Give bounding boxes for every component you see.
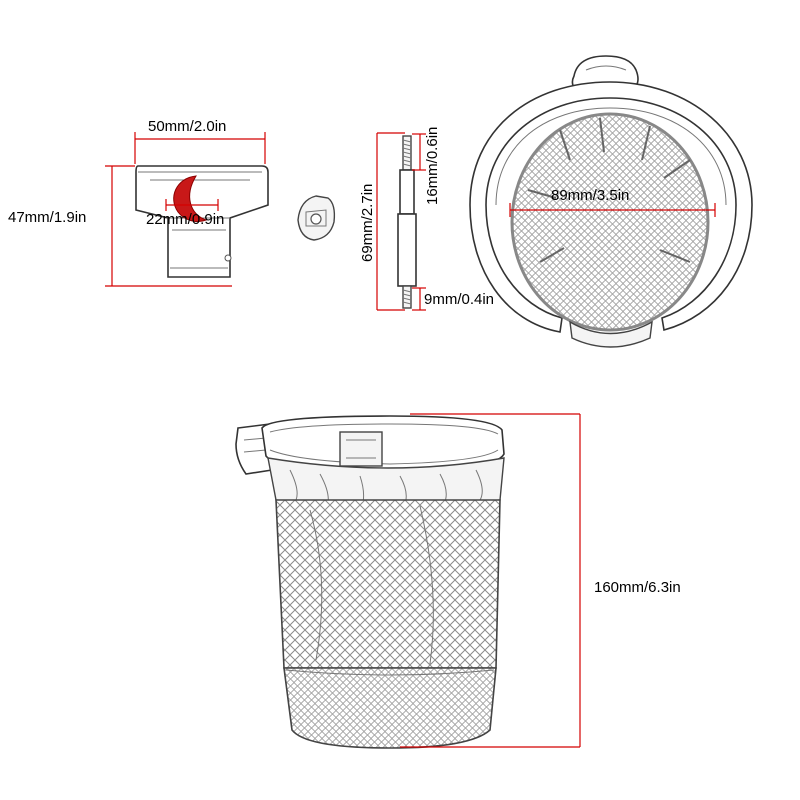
cup-diameter-label: 89mm/3.5in xyxy=(551,187,629,204)
cup-height-dimension: 160mm/6.3in xyxy=(400,413,681,748)
bolt-thread-top-label: 16mm/0.6in xyxy=(424,127,441,205)
bolt-length-dimension: 69mm/2.7in xyxy=(359,132,405,311)
clamp-width-label: 50mm/2.0in xyxy=(148,118,226,135)
clamp-height-label: 47mm/1.9in xyxy=(8,209,86,226)
bolt-thread-top-dimension: 16mm/0.6in xyxy=(412,127,441,205)
cup-diameter-dimension: 89mm/3.5in xyxy=(509,187,716,217)
bolt-thread-bottom-dimension: 9mm/0.4in xyxy=(412,287,494,311)
clamp-width-dimension: 50mm/2.0in xyxy=(134,118,266,164)
clamp-bore-dimension: 22mm/0.9in xyxy=(146,199,224,228)
clamp-bore-label: 22mm/0.9in xyxy=(146,211,224,228)
cup-side-view-drawing xyxy=(235,415,505,749)
nut-drawing xyxy=(297,195,336,241)
cup-height-label: 160mm/6.3in xyxy=(594,579,681,596)
clamp-bolt-hole xyxy=(224,254,232,262)
bolt-thread-bottom-label: 9mm/0.4in xyxy=(424,291,494,308)
bolt-drawing xyxy=(397,135,417,309)
clamp-drawing xyxy=(135,165,269,278)
cup-top-view-drawing xyxy=(469,55,753,348)
clamp-height-dimension: 47mm/1.9in xyxy=(8,165,232,287)
clamp-bore-crescent xyxy=(173,175,208,223)
bolt-length-label: 69mm/2.7in xyxy=(359,184,376,262)
